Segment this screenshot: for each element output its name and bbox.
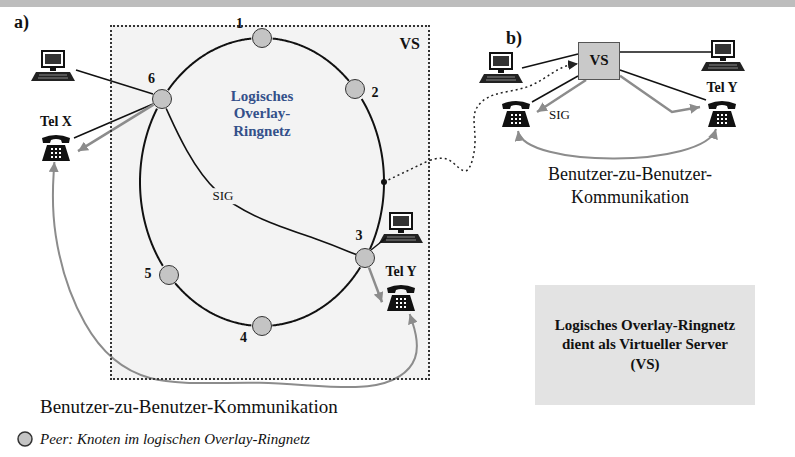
legend-text: Peer: Knoten im logischen Overlay-Ringne… — [40, 431, 310, 448]
user-communication-line — [518, 129, 716, 159]
signalling-arrow — [369, 268, 382, 303]
peer-circle: 4 — [252, 316, 272, 336]
signalling-arrow — [620, 76, 700, 112]
peer-circle: 5 — [159, 265, 179, 285]
access-line — [620, 51, 711, 53]
box-text: VS — [589, 51, 608, 71]
access-line — [522, 54, 578, 68]
access-line — [74, 104, 153, 138]
panel-letter: a) — [14, 12, 29, 34]
region-label: VS — [400, 35, 420, 53]
virtual-server-box: VS — [578, 42, 620, 80]
ring-title: Logisches Overlay-Ringnetz — [212, 88, 312, 140]
ring-segment — [272, 267, 360, 325]
computer-icon — [479, 53, 523, 83]
peer-number: 2 — [371, 86, 378, 100]
phone-label: Tel Y — [706, 80, 737, 96]
peer-circle: 3 — [355, 248, 375, 268]
phone-label: Tel X — [40, 114, 72, 130]
phone-icon — [502, 101, 530, 127]
peer-circle: 6 — [152, 89, 172, 109]
peer-number: 1 — [236, 17, 243, 31]
user-communication-line — [53, 162, 417, 387]
note-box: Logisches Overlay-Ringnetz dient als Vir… — [535, 285, 755, 405]
peer-number: 3 — [355, 229, 362, 243]
peer-circle: 2 — [345, 79, 365, 99]
communication-caption: Benutzer-zu-Benutzer-Kommunikation — [40, 396, 338, 419]
panel-letter: b) — [506, 28, 522, 50]
legend-peer-symbol — [16, 430, 34, 448]
phone-icon — [387, 285, 415, 311]
peer-circle: 1 — [252, 28, 272, 48]
legend-peer-symbol — [18, 432, 32, 446]
ring-segment — [175, 283, 251, 325]
virtual-server-region: 1 2 3 4 5 6Tel Y VS — [110, 25, 430, 380]
ring-segment — [273, 39, 349, 81]
phone-icon — [706, 100, 738, 128]
peer-number: 6 — [148, 72, 155, 86]
ring-segment — [140, 109, 163, 266]
computer-icon — [701, 41, 745, 71]
signal-label: SIG — [210, 189, 237, 205]
mapping-line — [430, 64, 578, 171]
region-ground — [110, 25, 430, 380]
peer-number: 5 — [145, 267, 152, 281]
telephone: Tel Y — [382, 262, 420, 314]
legend-row: Peer: Knoten im logischen Overlay-Ringne… — [16, 430, 310, 448]
communication-caption: Benutzer-zu-Benutzer-Kommunikation — [530, 163, 730, 208]
access-line — [76, 70, 153, 94]
computer-icon — [31, 51, 75, 81]
phone-icon — [385, 284, 417, 312]
phone-icon — [42, 135, 70, 161]
box-text: Logisches Overlay-Ringnetz dient als Vir… — [550, 316, 740, 375]
signalling-arrow — [78, 105, 154, 152]
top-bar — [0, 0, 795, 7]
phone-icon — [708, 101, 736, 127]
phone-icon — [40, 134, 72, 162]
peer-number: 4 — [240, 331, 247, 345]
telephone: Tel X — [34, 112, 78, 162]
ring-segment — [362, 99, 384, 249]
telephone: Tel Y — [700, 78, 744, 128]
signal-label: SIG — [549, 107, 570, 123]
ring-segment — [168, 39, 251, 91]
mapping-line — [384, 160, 430, 182]
phone-label: Tel Y — [385, 264, 416, 280]
